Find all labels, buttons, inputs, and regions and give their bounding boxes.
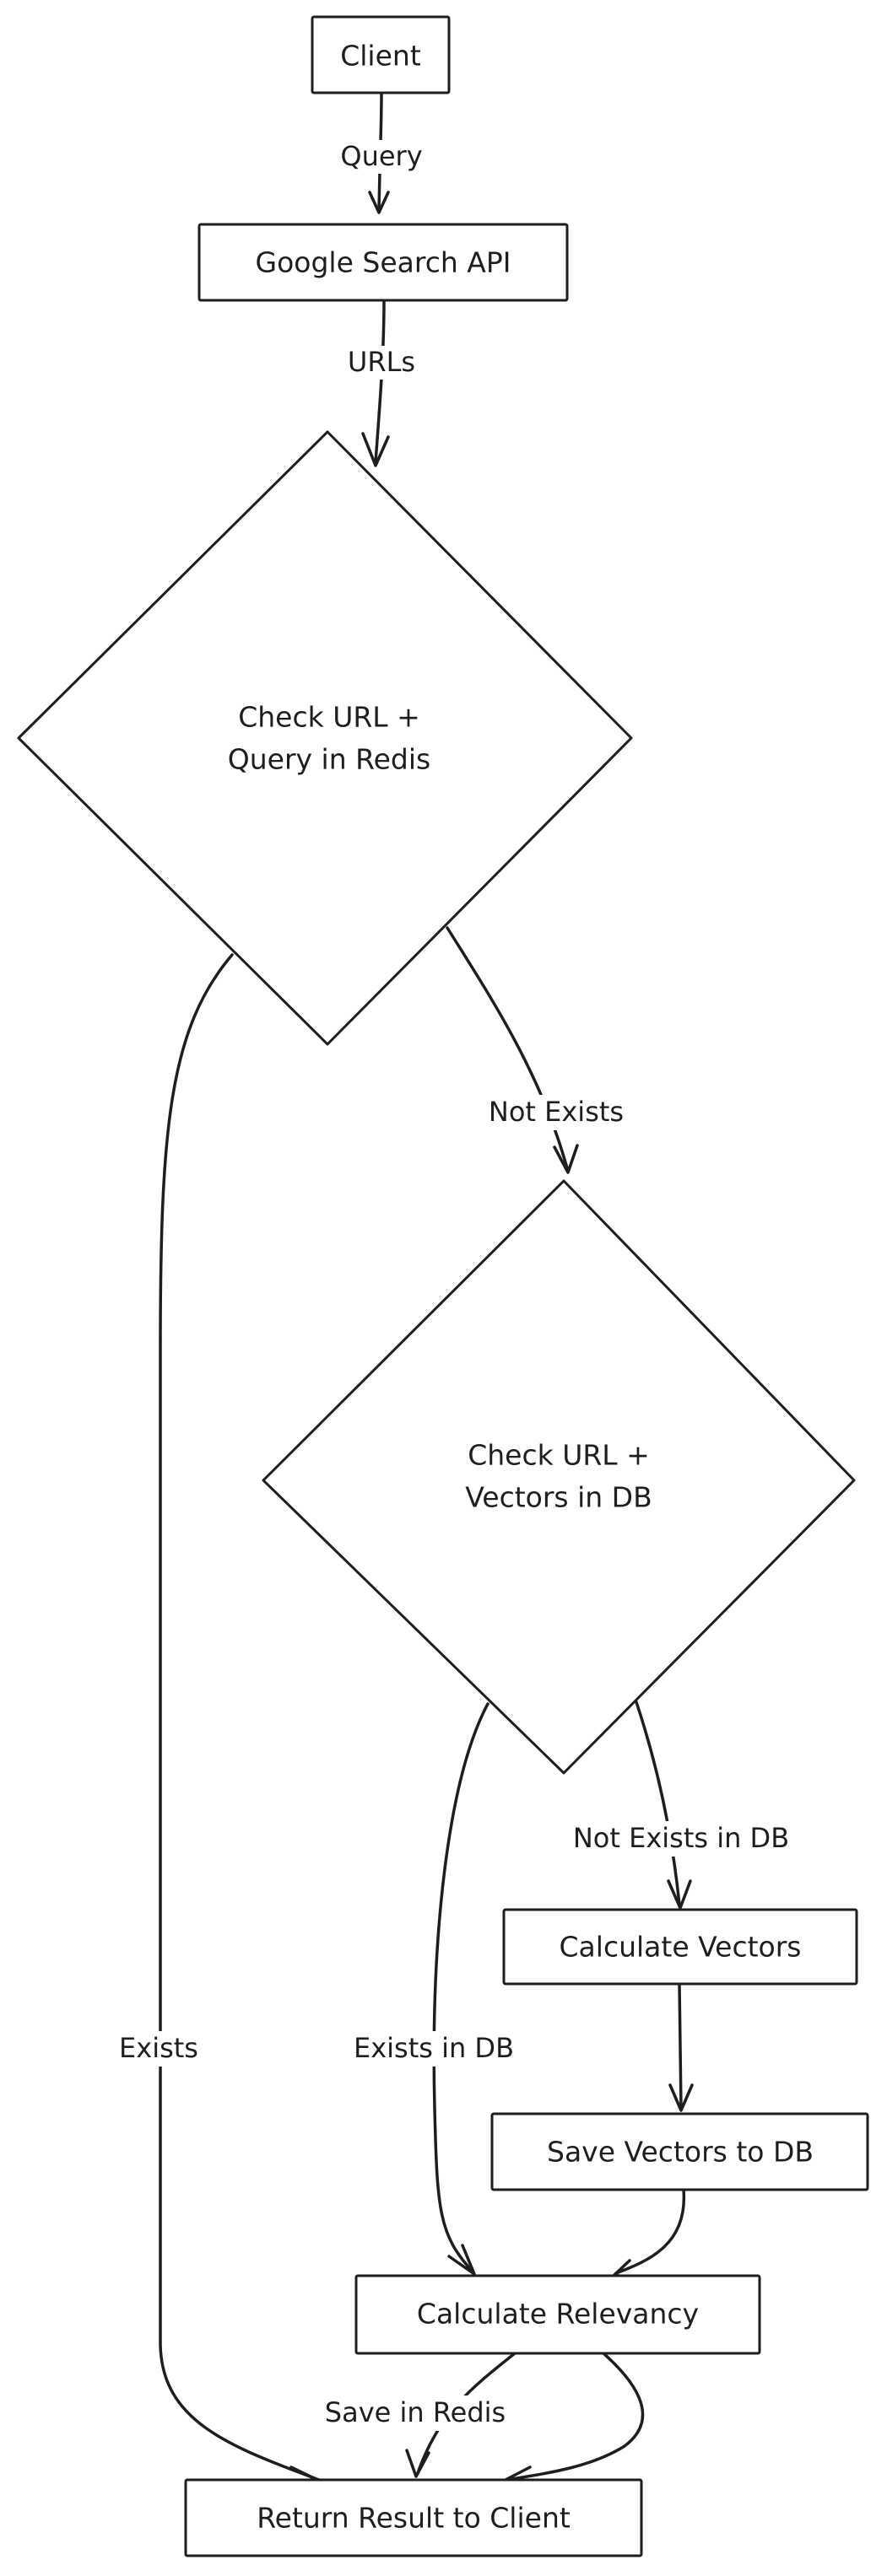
edge-label-query-text: Query bbox=[340, 140, 422, 172]
node-google-search-api-label: Google Search API bbox=[256, 246, 511, 279]
edge-label-not-exists-in-db: Not Exists in DB bbox=[537, 1821, 825, 1857]
edge-db-to-calc-vectors bbox=[633, 1695, 692, 1910]
node-calculate-relevancy-label: Calculate Relevancy bbox=[417, 2298, 699, 2331]
node-calculate-vectors-label: Calculate Vectors bbox=[560, 1931, 802, 1964]
edge-redis-to-return bbox=[158, 953, 322, 2492]
node-check-redis-line1: Check URL + bbox=[238, 701, 420, 734]
edge-label-save-in-redis-text: Save in Redis bbox=[325, 2396, 506, 2428]
edge-label-exists-in-db: Exists in DB bbox=[324, 2031, 545, 2067]
edge-redis-to-db bbox=[446, 926, 579, 1174]
node-return-result-label: Return Result to Client bbox=[257, 2502, 571, 2535]
node-calculate-relevancy: Calculate Relevancy bbox=[354, 2274, 761, 2355]
node-check-db-line1: Check URL + bbox=[468, 1439, 650, 1472]
edge-label-exists-text: Exists bbox=[119, 2032, 198, 2064]
edge-label-not-exists-in-db-text: Not Exists in DB bbox=[573, 1822, 789, 1854]
node-check-db-decision: Check URL + Vectors in DB bbox=[262, 1179, 856, 1775]
edge-save-vectors-to-relevancy bbox=[613, 2188, 686, 2281]
edge-label-query: Query bbox=[331, 140, 432, 174]
node-calculate-vectors: Calculate Vectors bbox=[502, 1908, 858, 1986]
edge-label-exists-in-db-text: Exists in DB bbox=[354, 2032, 514, 2064]
node-check-db-line2: Vectors in DB bbox=[465, 1481, 652, 1514]
edge-label-urls-text: URLs bbox=[348, 346, 415, 378]
edge-google-to-redis bbox=[361, 299, 390, 467]
node-client: Client bbox=[311, 15, 451, 94]
node-check-redis-decision: Check URL + Query in Redis bbox=[17, 430, 633, 1046]
edge-label-exists: Exists bbox=[100, 2031, 219, 2067]
node-google-search-api: Google Search API bbox=[197, 223, 569, 302]
edge-calc-vectors-to-save-vectors bbox=[668, 1982, 694, 2112]
edge-db-to-relevancy bbox=[432, 1702, 489, 2276]
node-save-vectors: Save Vectors to DB bbox=[490, 2112, 869, 2191]
node-save-vectors-label: Save Vectors to DB bbox=[547, 2136, 814, 2169]
node-return-result: Return Result to Client bbox=[184, 2478, 643, 2557]
node-client-label: Client bbox=[340, 40, 421, 73]
edge-label-urls: URLs bbox=[338, 346, 430, 380]
edge-label-not-exists-text: Not Exists bbox=[489, 1096, 624, 1128]
edge-label-not-exists: Not Exists bbox=[462, 1095, 650, 1130]
node-check-redis-line2: Query in Redis bbox=[228, 743, 430, 776]
edge-label-save-in-redis: Save in Redis bbox=[297, 2395, 537, 2431]
